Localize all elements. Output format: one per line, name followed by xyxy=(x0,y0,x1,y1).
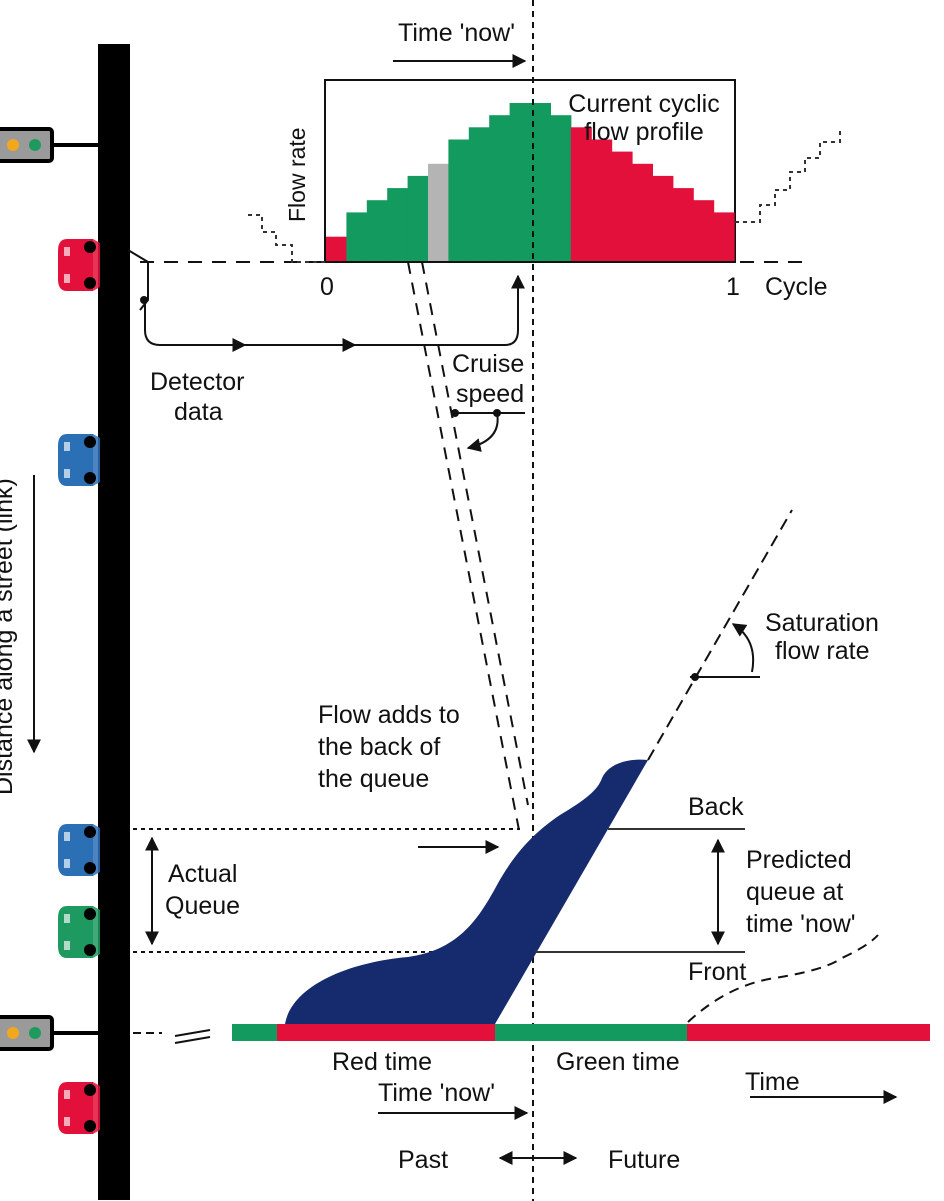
car-icon xyxy=(58,906,100,958)
flow-profile-bar xyxy=(672,188,694,261)
flow-profile-bar xyxy=(693,200,715,261)
flow-adds-label: Flow adds to xyxy=(318,701,460,729)
profile-continuation-right xyxy=(735,128,841,223)
queue-shape xyxy=(285,759,648,1024)
cycle-end-tick: 1 xyxy=(726,273,740,301)
flow-profile-frame xyxy=(324,79,736,263)
actual-queue-label: Queue xyxy=(165,892,240,920)
saturation-flow-label: Saturation xyxy=(765,609,879,637)
predicted-queue-label: Predicted xyxy=(746,846,852,874)
current-profile-label: Current cyclic xyxy=(568,90,719,118)
car-icon xyxy=(58,434,100,486)
flow-profile-bar xyxy=(591,139,613,261)
flow-profile-bar xyxy=(611,151,633,261)
cycle-axis-label: Cycle xyxy=(765,273,828,301)
flow-profile-bar xyxy=(407,175,429,261)
cycle-start-tick: 0 xyxy=(320,273,334,301)
flow-profile-bar xyxy=(713,212,735,261)
flow-profile-bar xyxy=(448,139,470,261)
distance-axis-label: Distance along a street (link) xyxy=(0,478,18,795)
saturation-flow-label: flow rate xyxy=(775,637,869,665)
traffic-light-icon xyxy=(0,1015,100,1051)
flow-adds-label: the back of xyxy=(318,733,440,761)
time-now-bottom-label: Time 'now' xyxy=(378,1079,495,1107)
flow-profile-bar xyxy=(366,200,388,261)
signal-timeline xyxy=(232,1024,930,1041)
current-profile-label: flow profile xyxy=(584,118,704,146)
front-label: Front xyxy=(688,958,746,986)
cruise-speed-label: speed xyxy=(456,380,524,408)
car-icon xyxy=(58,239,100,291)
time-now-top-label: Time 'now' xyxy=(398,19,515,47)
future-projection xyxy=(687,934,879,1023)
detector-data-label: Detector xyxy=(150,368,244,396)
flow-rate-axis-label: Flow rate xyxy=(284,127,310,222)
cruise-line xyxy=(421,261,529,806)
flow-profile-bar xyxy=(387,188,409,261)
back-label: Back xyxy=(688,793,744,821)
flow-adds-label: the queue xyxy=(318,765,429,793)
actual-queue-label: Actual xyxy=(168,860,237,888)
flow-profile-bar xyxy=(428,163,449,261)
flow-profile-bar xyxy=(632,163,653,261)
red-time-label: Red time xyxy=(332,1048,432,1076)
flow-profile-bar xyxy=(346,212,368,261)
saturation-line xyxy=(647,509,793,761)
time-axis-label: Time xyxy=(745,1068,800,1096)
predicted-queue-label: queue at xyxy=(746,878,843,906)
cruise-speed-label: Cruise xyxy=(452,350,524,378)
future-label: Future xyxy=(608,1146,680,1174)
flow-profile-bar xyxy=(570,127,592,261)
car-icon xyxy=(58,1082,100,1134)
traffic-light-icon xyxy=(0,127,100,163)
flow-profile-bar xyxy=(509,103,531,261)
green-time-label: Green time xyxy=(556,1048,680,1076)
detector-data-path xyxy=(144,274,525,346)
predicted-queue-label: time 'now' xyxy=(746,910,856,938)
flow-profile-bar xyxy=(652,175,674,261)
detector-data-label: data xyxy=(174,398,223,426)
past-label: Past xyxy=(398,1146,448,1174)
flow-profile-bar xyxy=(468,127,490,261)
profile-continuation-left xyxy=(248,214,325,263)
flow-profile-bars xyxy=(326,103,735,261)
flow-profile-bar xyxy=(550,115,572,261)
flow-profile-bar xyxy=(326,236,347,261)
flow-profile-bar xyxy=(489,115,511,261)
street-pole xyxy=(98,44,130,1200)
car-icon xyxy=(58,824,100,876)
flow-profile-bar xyxy=(530,103,551,261)
